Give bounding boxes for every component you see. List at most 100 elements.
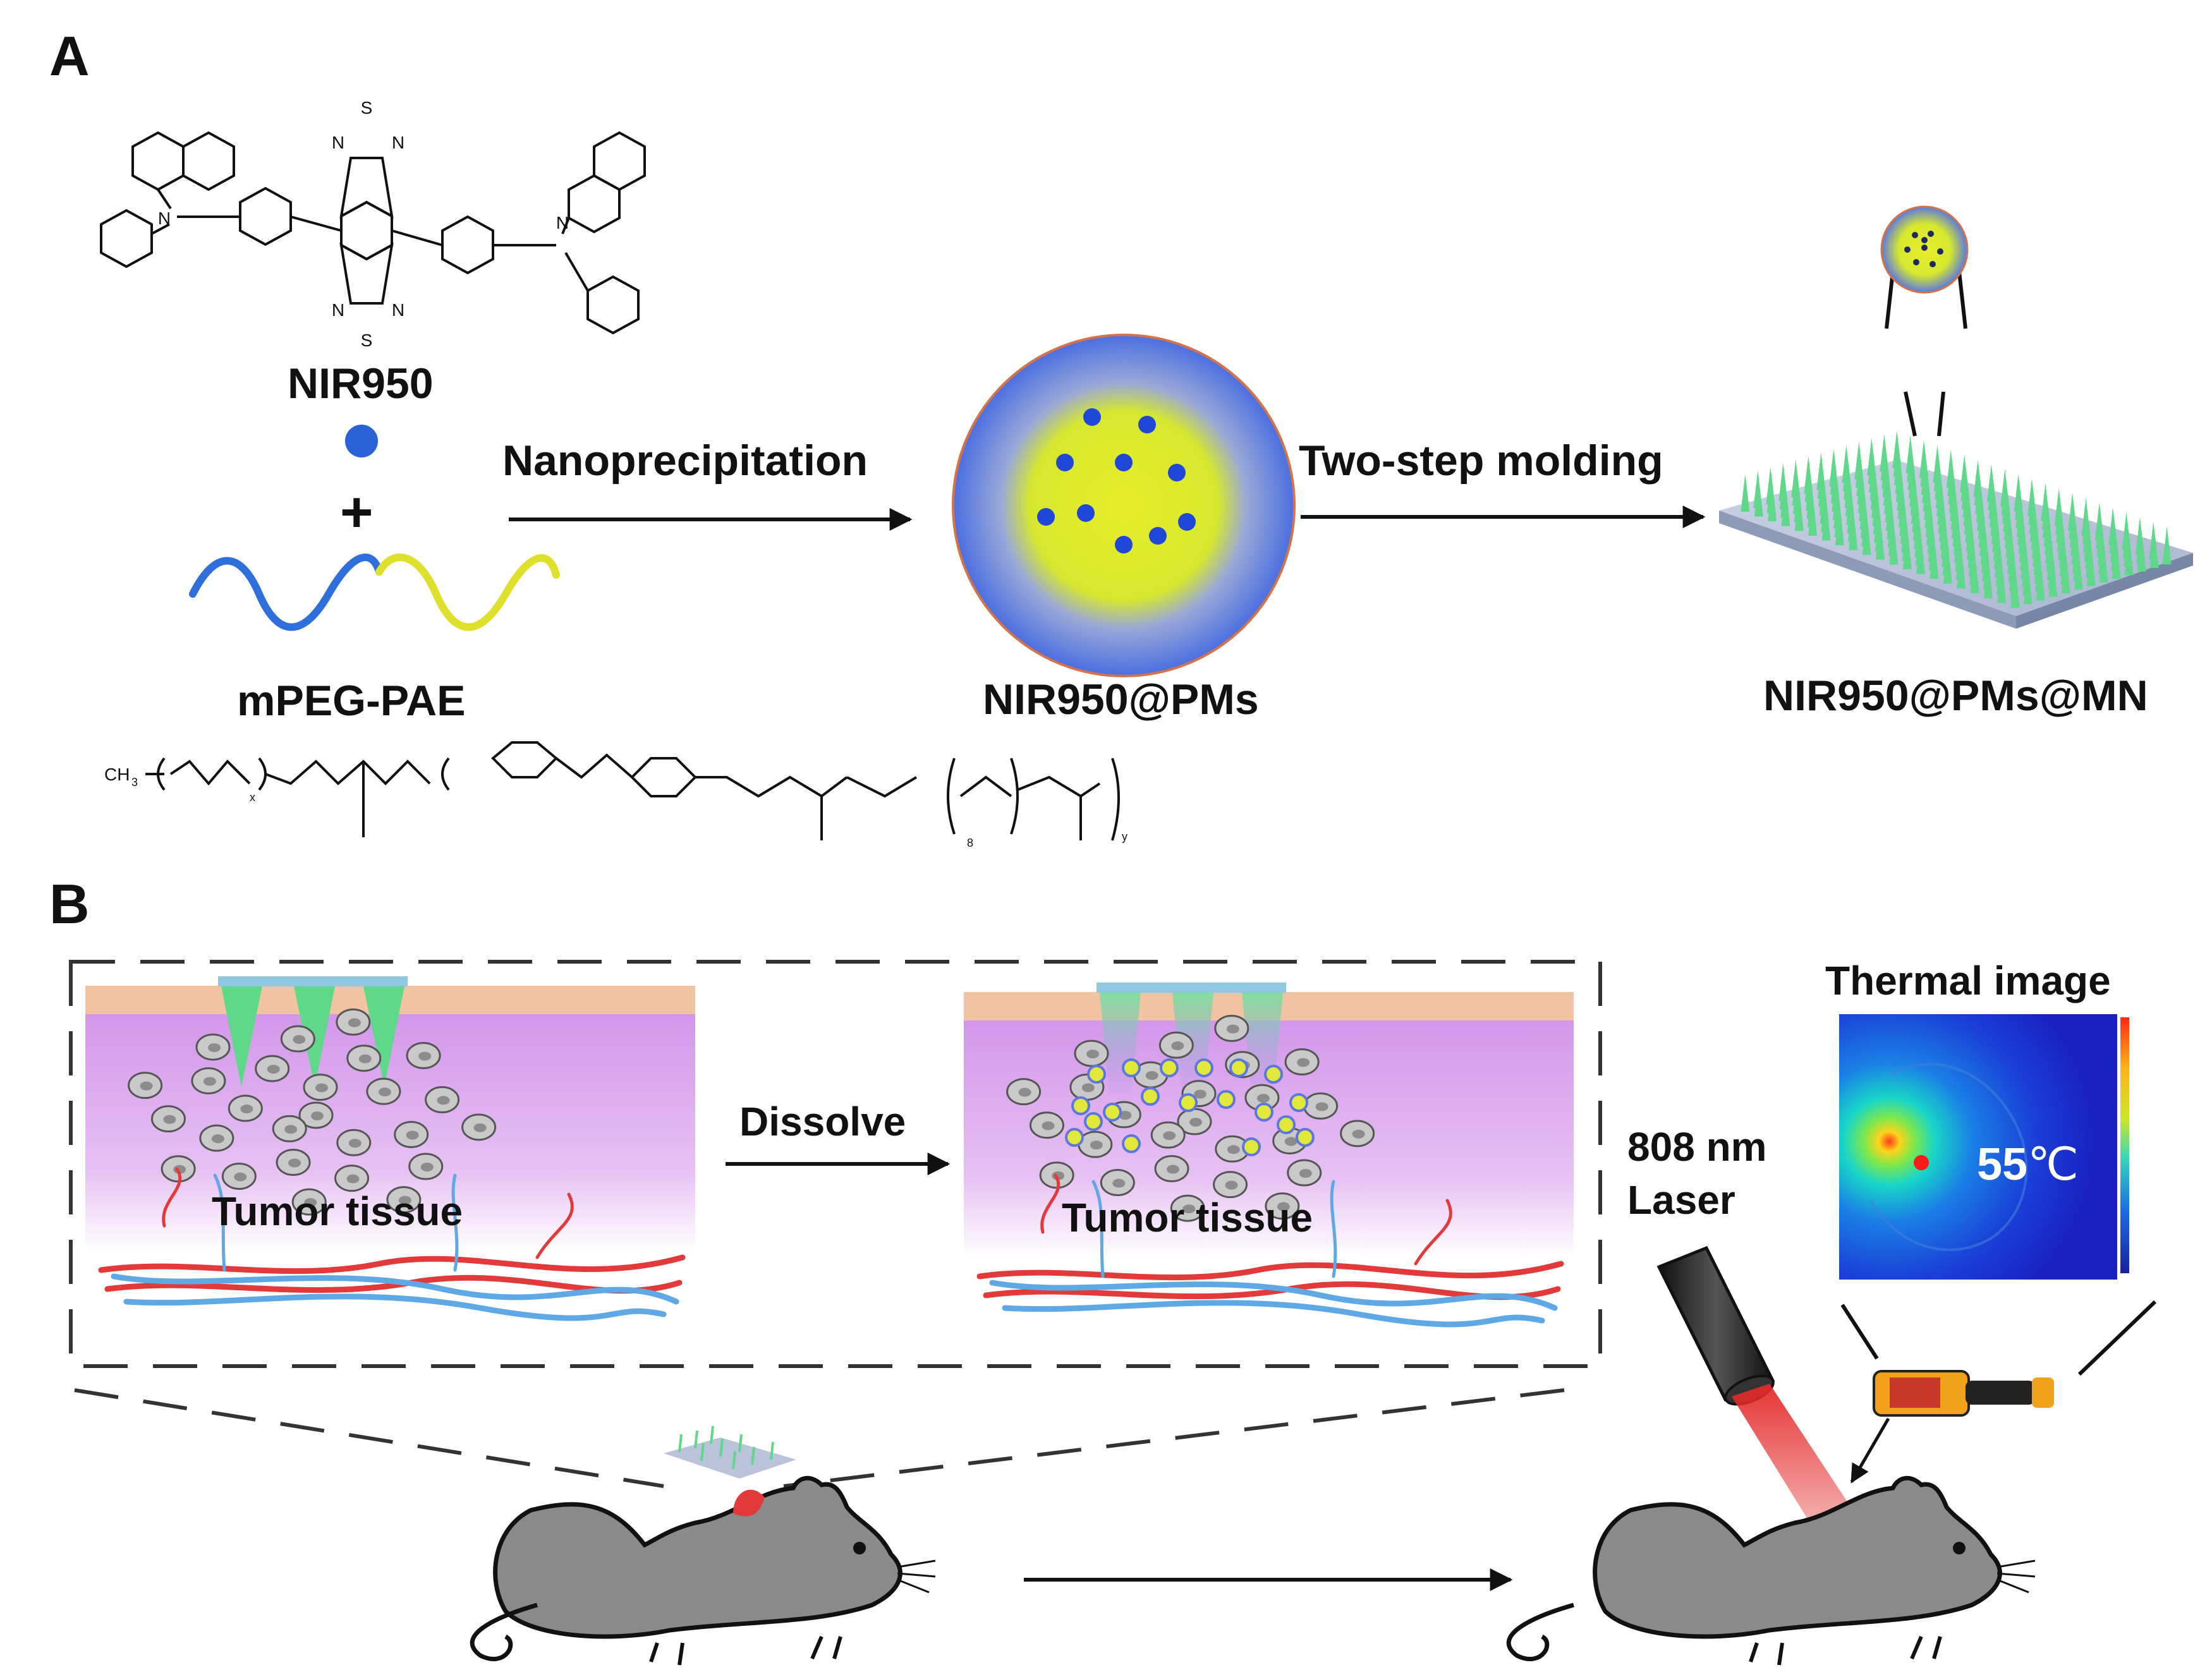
microneedle bbox=[1933, 445, 1942, 483]
microneedle bbox=[2054, 488, 2063, 526]
released-particle bbox=[1122, 1134, 1141, 1153]
released-particle bbox=[1242, 1137, 1261, 1156]
microneedle bbox=[1766, 466, 1775, 505]
tumor-cell bbox=[1006, 1078, 1042, 1106]
tumor-cell bbox=[291, 1188, 327, 1216]
mpeg-pae-structure bbox=[145, 741, 1120, 841]
nir950-dot bbox=[345, 425, 378, 457]
microneedle bbox=[1892, 430, 1902, 469]
microneedle bbox=[1842, 445, 1851, 483]
tumor-cell bbox=[195, 1033, 231, 1061]
tumor-cell bbox=[346, 1044, 382, 1072]
zoom-indicator bbox=[1885, 271, 1967, 437]
tumor-cell bbox=[394, 1120, 429, 1148]
tumor-cell bbox=[1154, 1155, 1189, 1183]
released-particle bbox=[1141, 1087, 1160, 1106]
released-particle bbox=[1296, 1128, 1315, 1147]
microneedle bbox=[2135, 516, 2144, 555]
atom-s-bottom: S bbox=[361, 330, 373, 350]
micelle bbox=[952, 334, 1296, 677]
atom-n-left: N bbox=[158, 209, 171, 228]
tumor-cell bbox=[280, 1025, 315, 1053]
tumor-cell bbox=[1170, 1194, 1205, 1222]
microneedle bbox=[1905, 435, 1915, 473]
tissue-block-before bbox=[85, 976, 695, 1321]
thermal-temp-unit: ℃ bbox=[2027, 1137, 2079, 1190]
step1-label: Nanoprecipitation bbox=[502, 437, 868, 485]
tumor-cell bbox=[406, 1042, 441, 1069]
micelle-label: NIR950@PMs bbox=[983, 675, 1259, 723]
sub-8: 8 bbox=[967, 837, 973, 849]
microneedle bbox=[2014, 473, 2023, 512]
mouse-right bbox=[1506, 1475, 2036, 1666]
mouse-left bbox=[470, 1475, 936, 1666]
microneedle bbox=[1829, 448, 1838, 487]
polymer-label: mPEG-PAE bbox=[237, 677, 466, 725]
microneedle bbox=[2027, 478, 2036, 517]
atom-n-right: N bbox=[556, 213, 569, 233]
sub-y: y bbox=[1122, 830, 1127, 843]
tumor-cell bbox=[150, 1105, 186, 1133]
tumor-cell bbox=[1150, 1121, 1186, 1149]
released-particle bbox=[1179, 1093, 1198, 1112]
microneedle bbox=[2068, 492, 2077, 531]
tumor-cell bbox=[228, 1094, 263, 1122]
panel-a-letter: A bbox=[49, 25, 90, 87]
released-particle bbox=[1217, 1090, 1236, 1109]
tumor-cell bbox=[336, 1008, 371, 1036]
tumor-cell bbox=[303, 1074, 338, 1101]
microneedle bbox=[1791, 459, 1801, 498]
tumor-cell bbox=[334, 1165, 370, 1192]
tumor-cell bbox=[128, 1072, 163, 1099]
patch-on-mouse bbox=[664, 1426, 796, 1479]
thermal-temperature: 55℃ bbox=[1977, 1137, 2079, 1190]
microneedle bbox=[2108, 507, 2118, 545]
tumor-cell bbox=[276, 1149, 311, 1177]
released-particle bbox=[1160, 1058, 1179, 1077]
sub-x: x bbox=[250, 791, 255, 804]
polymer-wave bbox=[189, 554, 560, 631]
microneedle bbox=[1854, 441, 1864, 480]
atom-n-2: N bbox=[392, 133, 404, 152]
tissue-label-2: Tumor tissue bbox=[1062, 1195, 1313, 1240]
tumor-cell bbox=[1074, 1039, 1109, 1067]
thermal-zoom-right bbox=[2077, 1300, 2157, 1376]
tumor-cell bbox=[298, 1101, 334, 1129]
tumor-cell bbox=[1303, 1092, 1339, 1120]
thermal-image bbox=[1839, 1014, 2129, 1280]
zoom-box bbox=[69, 960, 1602, 1368]
microneedle bbox=[2122, 512, 2131, 550]
microneedle bbox=[1946, 449, 1955, 488]
panel-b-letter: B bbox=[49, 873, 90, 935]
released-particle bbox=[1194, 1058, 1213, 1077]
arrow-camera bbox=[1850, 1417, 1890, 1484]
patch-label: NIR950@PMs@MN bbox=[1763, 672, 2148, 720]
tissue-block-after bbox=[964, 983, 1574, 1328]
microneedle bbox=[1960, 454, 1969, 493]
dye-label: NIR950 bbox=[288, 360, 434, 408]
nir950-structure bbox=[100, 131, 646, 335]
tumor-cell bbox=[1287, 1159, 1322, 1187]
microneedle bbox=[2041, 483, 2050, 521]
thermal-title: Thermal image bbox=[1825, 958, 2111, 1003]
microneedle bbox=[2149, 521, 2158, 560]
tumor-cell bbox=[425, 1086, 460, 1113]
microneedle bbox=[2094, 502, 2104, 541]
atom-n-4: N bbox=[392, 300, 404, 320]
atom-ch3-sub: 3 bbox=[131, 776, 138, 789]
released-particle bbox=[1255, 1103, 1273, 1122]
microneedle bbox=[1919, 440, 1929, 478]
tumor-cell bbox=[1265, 1192, 1300, 1220]
tumor-cell bbox=[336, 1129, 372, 1156]
microneedle bbox=[1804, 456, 1813, 494]
microneedle bbox=[1753, 470, 1763, 509]
tumor-cell bbox=[461, 1113, 497, 1141]
released-particle bbox=[1084, 1112, 1103, 1131]
released-particle bbox=[1071, 1096, 1090, 1115]
laser-line-2: Laser bbox=[1627, 1177, 1735, 1223]
microneedle bbox=[1880, 434, 1889, 473]
atom-s-top: S bbox=[361, 98, 373, 118]
thermal-camera bbox=[1873, 1370, 2054, 1417]
released-particle bbox=[1289, 1093, 1308, 1112]
